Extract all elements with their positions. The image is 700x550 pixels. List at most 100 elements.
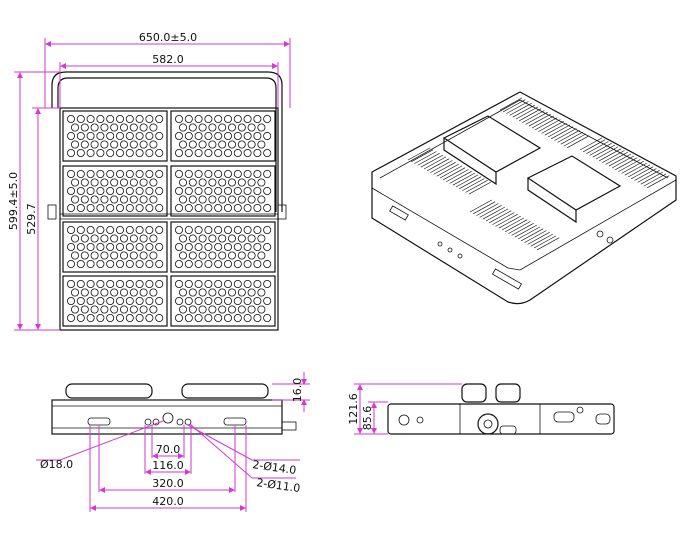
- led-module: [170, 165, 276, 217]
- heat-sink-fin: [637, 170, 660, 183]
- heat-sink-fin: [503, 99, 526, 113]
- led-lens: [184, 115, 193, 124]
- heat-sink-fin: [634, 168, 657, 181]
- led-lens: [208, 195, 217, 204]
- heat-sink-fin: [420, 154, 443, 168]
- heat-sink-fin: [563, 133, 587, 147]
- heat-sink-fin: [551, 126, 574, 140]
- led-lens: [135, 296, 144, 305]
- led-lens: [80, 195, 89, 204]
- led-lens: [71, 123, 80, 132]
- led-lens: [223, 313, 232, 322]
- dim-overall-width: 650.0±5.0: [139, 31, 197, 44]
- led-lens: [149, 123, 158, 132]
- led-lens: [184, 296, 193, 305]
- led-lens: [106, 203, 115, 212]
- led-lens: [194, 115, 203, 124]
- led-lens: [155, 259, 164, 268]
- led-lens: [188, 234, 197, 243]
- led-lens: [96, 279, 105, 288]
- led-lens: [71, 178, 80, 187]
- led-lens: [243, 169, 252, 178]
- led-lens: [194, 313, 203, 322]
- led-lens: [188, 140, 197, 149]
- heat-sink-fin: [531, 115, 555, 129]
- led-lens: [178, 178, 187, 187]
- led-lens: [208, 123, 217, 132]
- led-lens: [96, 225, 105, 234]
- led-lens: [233, 225, 242, 234]
- led-lens: [120, 178, 129, 187]
- led-lens: [135, 259, 144, 268]
- led-lens: [188, 251, 197, 260]
- led-lens: [223, 115, 232, 124]
- led-lens: [106, 259, 115, 268]
- led-lens: [243, 225, 252, 234]
- led-lens: [76, 313, 85, 322]
- led-lens: [120, 195, 129, 204]
- front-view: [47, 71, 287, 331]
- led-lens: [253, 259, 262, 268]
- led-lens: [71, 288, 80, 297]
- led-lens: [116, 203, 125, 212]
- led-lens: [149, 195, 158, 204]
- led-lens: [208, 288, 217, 297]
- led-lens: [194, 279, 203, 288]
- led-lens: [149, 234, 158, 243]
- heat-sink-fin: [492, 212, 515, 225]
- led-lens: [86, 242, 95, 251]
- led-lens: [227, 140, 236, 149]
- led-lens: [76, 131, 85, 140]
- led-lens: [184, 259, 193, 268]
- led-lens: [86, 259, 95, 268]
- led-lens: [227, 234, 236, 243]
- led-module: [62, 165, 168, 217]
- led-lens: [86, 279, 95, 288]
- heat-sink-fin: [509, 103, 532, 116]
- led-lens: [218, 234, 227, 243]
- dim-side-height: 121.6: [347, 393, 360, 425]
- heat-sink-fin: [537, 237, 560, 251]
- heat-sink-fin: [528, 113, 551, 127]
- led-lens: [253, 169, 262, 178]
- led-lens: [106, 131, 115, 140]
- led-lens: [90, 195, 99, 204]
- led-lens: [253, 186, 262, 195]
- led-lens: [76, 186, 85, 195]
- led-lens: [116, 279, 125, 288]
- led-lens: [135, 313, 144, 322]
- led-lens: [247, 140, 256, 149]
- dim-bracket-width: 582.0: [152, 53, 184, 66]
- led-lens: [204, 313, 213, 322]
- led-lens: [71, 140, 80, 149]
- led-lens: [227, 178, 236, 187]
- led-lens: [135, 225, 144, 234]
- heat-sink-fin: [482, 206, 505, 220]
- led-lens: [194, 259, 203, 268]
- led-lens: [218, 195, 227, 204]
- led-lens: [116, 148, 125, 157]
- heat-sink-fin: [647, 175, 670, 189]
- led-lens: [129, 305, 138, 314]
- led-lens: [184, 148, 193, 157]
- heat-sink-fin: [611, 155, 635, 169]
- heat-sink-fin: [643, 173, 667, 187]
- led-lens: [223, 148, 232, 157]
- heat-sink-fin: [535, 117, 558, 131]
- heat-sink-fin: [605, 152, 628, 165]
- led-lens: [86, 186, 95, 195]
- led-lens: [110, 288, 119, 297]
- led-lens: [178, 234, 187, 243]
- led-lens: [135, 203, 144, 212]
- led-lens: [125, 169, 134, 178]
- led-lens: [106, 186, 115, 195]
- led-lens: [116, 313, 125, 322]
- led-lens: [86, 131, 95, 140]
- led-lens: [178, 123, 187, 132]
- led-lens: [100, 251, 109, 260]
- led-lens: [237, 234, 246, 243]
- led-module: [170, 275, 276, 327]
- led-lens: [145, 148, 154, 157]
- led-lens: [100, 140, 109, 149]
- led-lens: [247, 178, 256, 187]
